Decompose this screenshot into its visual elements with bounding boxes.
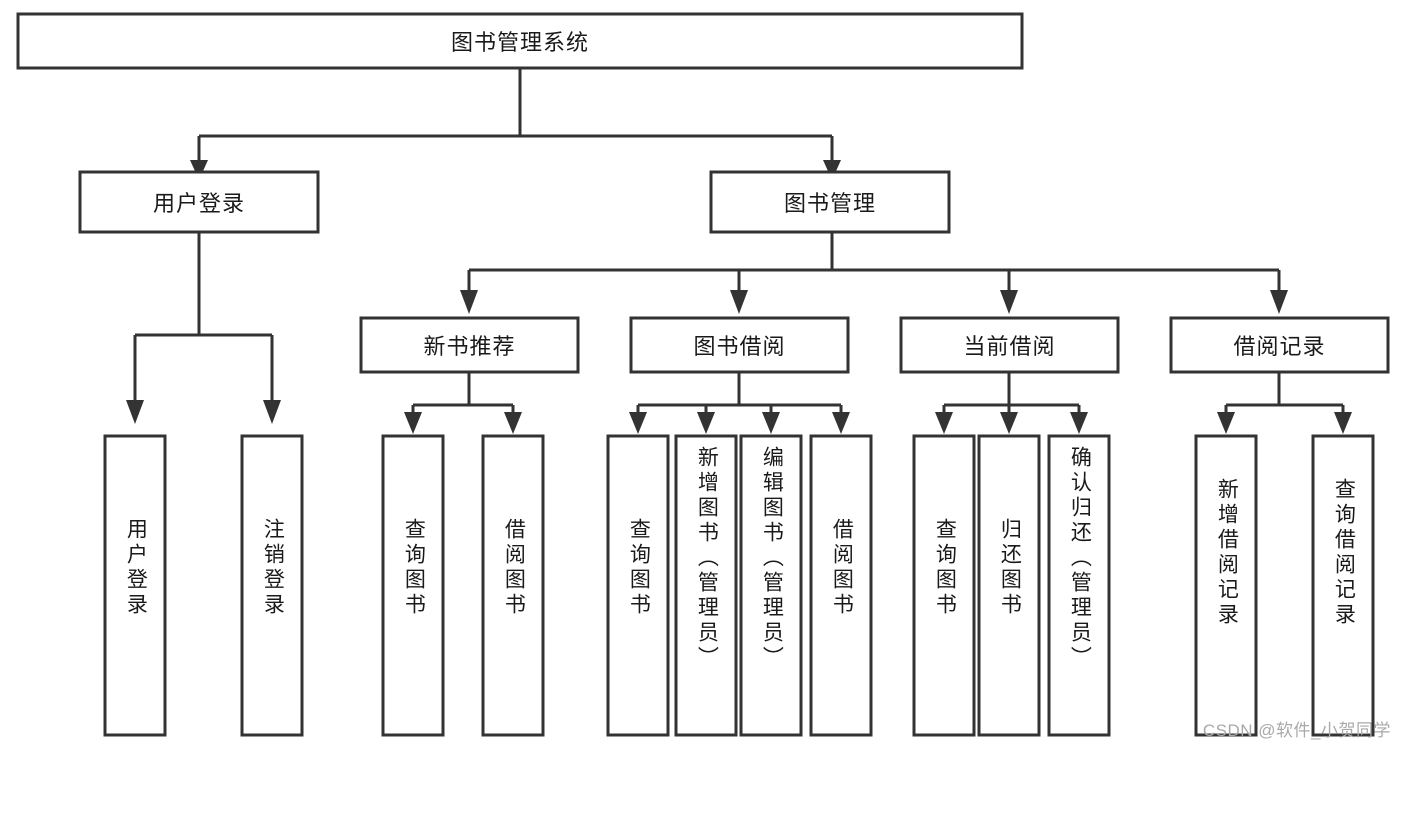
leaf-box-br-2[interactable] — [1311, 434, 1375, 737]
arrow-head-cb-leaf-2 — [1000, 412, 1018, 434]
leaf-box-user-login-2[interactable] — [240, 434, 304, 737]
connector-book-mgmt-bus — [467, 232, 1281, 292]
leaf-box-cb-3[interactable] — [1047, 434, 1111, 737]
node-book-borrow-box[interactable] — [629, 316, 850, 374]
arrow-head-user-login-leaf-1 — [126, 400, 144, 424]
leaf-box-br-1[interactable] — [1194, 434, 1258, 737]
node-user-login-box[interactable] — [78, 170, 320, 234]
arrow-head-bb-leaf-4 — [832, 412, 850, 434]
arrow-head-root-to-book-mgmt — [823, 160, 841, 180]
arrow-head-bb-leaf-1 — [629, 412, 647, 434]
leaf-box-user-login-1[interactable] — [103, 434, 167, 737]
leaf-box-bb-2[interactable] — [674, 434, 738, 737]
connector-root-bus — [197, 68, 834, 162]
leaf-box-cb-2[interactable] — [977, 434, 1041, 737]
arrow-head-bb-leaf-3 — [762, 412, 780, 434]
leaf-box-cb-1[interactable] — [912, 434, 976, 737]
node-new-book-recommend-box[interactable] — [359, 316, 580, 374]
node-current-borrow-box[interactable] — [899, 316, 1120, 374]
arrow-head-to-current-borrow — [1000, 290, 1018, 314]
leaf-box-bb-3[interactable] — [739, 434, 803, 737]
connector-current-borrow-bus — [942, 372, 1081, 414]
connector-borrow-record-bus — [1224, 372, 1345, 414]
arrow-head-to-book-borrow — [730, 290, 748, 314]
diagram-canvas: 图书管理系统 用户登录 图书管理 新书推荐 图书借阅 当前借阅 借阅记录 用户登… — [16, 12, 1391, 740]
connector-book-borrow-bus — [636, 372, 843, 414]
connector-new-book-recommend-bus — [411, 372, 515, 414]
arrow-head-cb-leaf-1 — [935, 412, 953, 434]
node-borrow-record-box[interactable] — [1169, 316, 1390, 374]
arrow-head-br-leaf-2 — [1334, 412, 1352, 434]
arrow-head-bb-leaf-2 — [697, 412, 715, 434]
arrow-head-nbr-leaf-2 — [504, 412, 522, 434]
arrow-head-cb-leaf-3 — [1070, 412, 1088, 434]
leaf-box-bb-1[interactable] — [606, 434, 670, 737]
leaf-box-bb-4[interactable] — [809, 434, 873, 737]
arrow-head-br-leaf-1 — [1217, 412, 1235, 434]
leaf-box-nbr-1[interactable] — [381, 434, 445, 737]
leaf-box-nbr-2[interactable] — [481, 434, 545, 737]
node-root-box[interactable] — [16, 12, 1024, 70]
arrow-head-root-to-user-login — [190, 160, 208, 180]
arrow-head-user-login-leaf-2 — [263, 400, 281, 424]
arrow-head-to-borrow-record — [1270, 290, 1288, 314]
flowchart-svg — [16, 12, 1390, 737]
connector-user-login-bus — [133, 232, 274, 402]
arrow-head-to-new-book-recommend — [460, 290, 478, 314]
arrow-head-nbr-leaf-1 — [404, 412, 422, 434]
node-book-mgmt-box[interactable] — [709, 170, 951, 234]
